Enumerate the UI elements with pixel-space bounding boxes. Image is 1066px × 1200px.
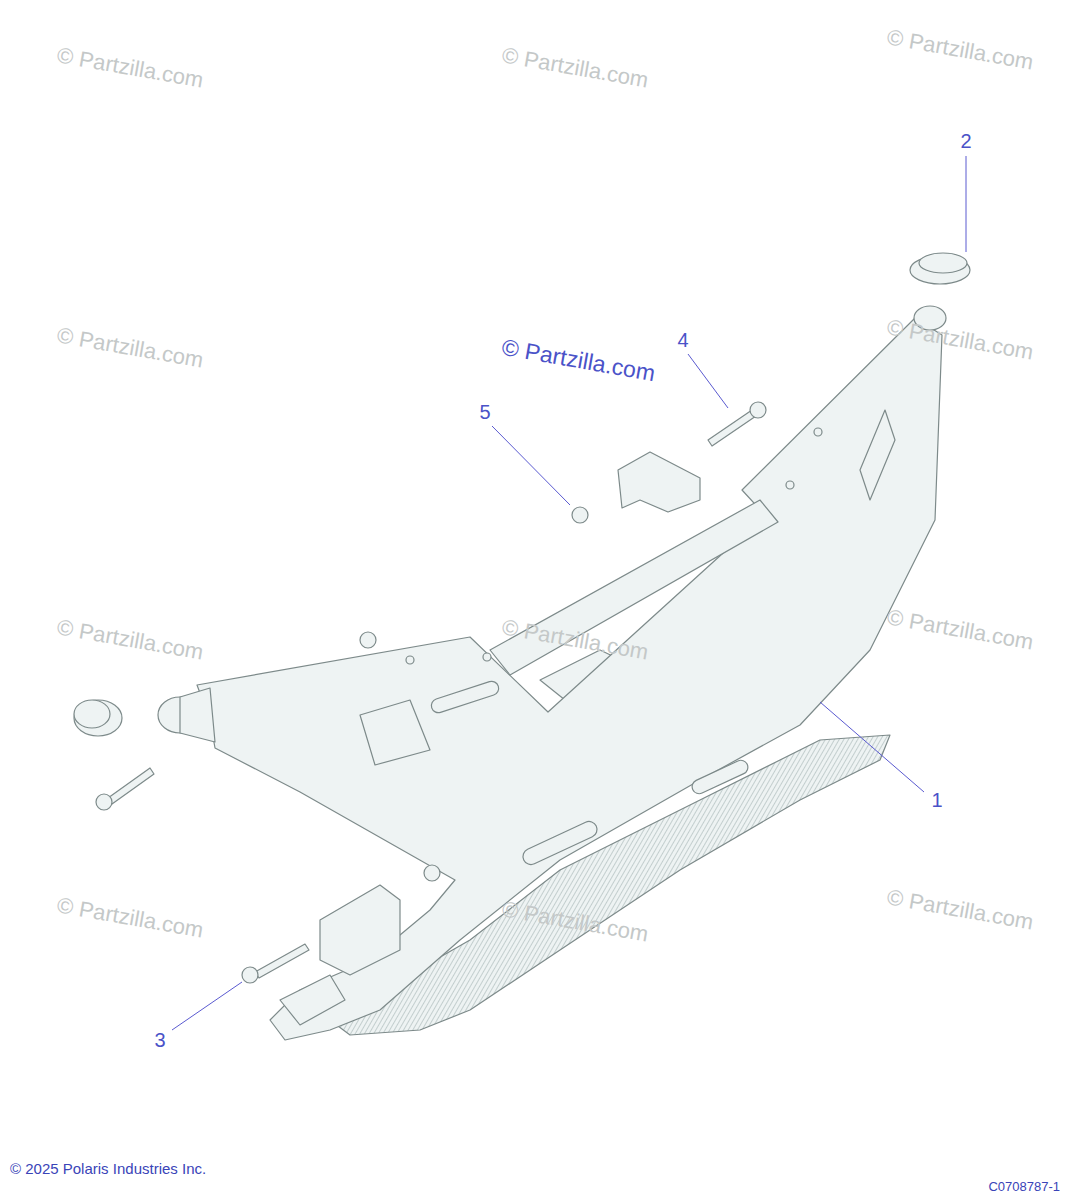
cross-tube bbox=[490, 500, 778, 675]
callout-number: 3 bbox=[154, 1030, 165, 1050]
leader-line bbox=[172, 982, 242, 1030]
bumper-frame bbox=[197, 318, 942, 1040]
watermark: © Partzilla.com bbox=[55, 324, 205, 371]
callout-number: 4 bbox=[677, 330, 688, 350]
bolt bbox=[708, 410, 756, 446]
bolt-head bbox=[242, 967, 258, 983]
leader-line bbox=[820, 702, 924, 792]
leader-line bbox=[492, 426, 570, 505]
end-cap bbox=[74, 700, 122, 736]
bolt-head bbox=[96, 794, 112, 810]
watermark: © Partzilla.com bbox=[500, 44, 650, 91]
rear-bracket bbox=[618, 452, 700, 512]
tube-end bbox=[180, 688, 215, 742]
watermark: © Partzilla.com bbox=[500, 335, 657, 385]
hole bbox=[814, 428, 822, 436]
slot bbox=[430, 680, 501, 715]
slot bbox=[690, 758, 750, 796]
hole bbox=[483, 653, 491, 661]
copyright-note: © 2025 Polaris Industries Inc. bbox=[10, 1161, 206, 1176]
watermark: © Partzilla.com bbox=[55, 894, 205, 941]
watermark: © Partzilla.com bbox=[55, 616, 205, 663]
callout-number: 5 bbox=[479, 402, 490, 422]
callout-number: 1 bbox=[931, 790, 942, 810]
bolt-head bbox=[750, 402, 766, 418]
end-cap bbox=[919, 253, 967, 273]
slot bbox=[520, 819, 599, 867]
leader-line bbox=[966, 156, 967, 252]
nut bbox=[360, 632, 376, 648]
watermark: © Partzilla.com bbox=[885, 606, 1035, 653]
leader-line bbox=[688, 354, 728, 408]
end-cap bbox=[74, 700, 110, 728]
watermark: © Partzilla.com bbox=[885, 26, 1035, 73]
nut bbox=[424, 865, 440, 881]
nut bbox=[572, 507, 588, 523]
callout-number: 2 bbox=[960, 131, 971, 151]
bolt bbox=[255, 944, 309, 978]
cutout bbox=[860, 410, 895, 500]
mount-bracket bbox=[320, 885, 400, 975]
watermark: © Partzilla.com bbox=[885, 886, 1035, 933]
hole bbox=[406, 656, 414, 664]
figure-code: C0708787-1 bbox=[988, 1180, 1060, 1193]
mount-bracket bbox=[280, 975, 345, 1025]
hole bbox=[786, 481, 794, 489]
bolt bbox=[108, 768, 154, 804]
cutout bbox=[360, 700, 430, 765]
watermark: © Partzilla.com bbox=[55, 44, 205, 91]
